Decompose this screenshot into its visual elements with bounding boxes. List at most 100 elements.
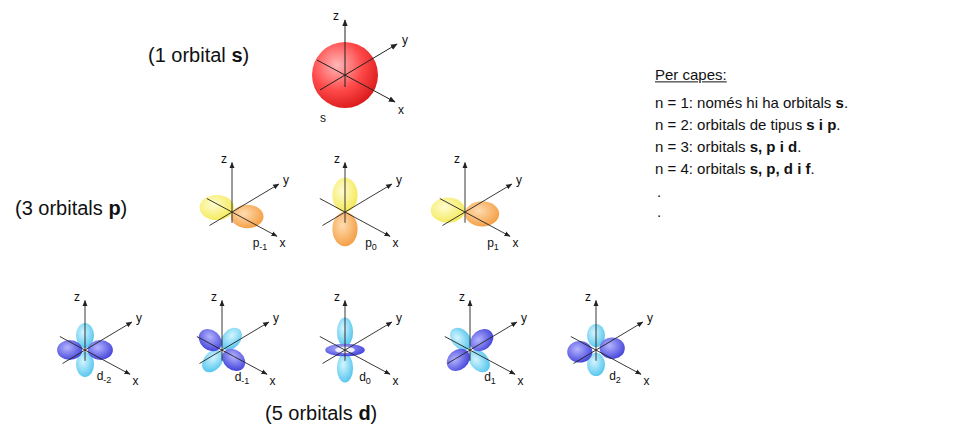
bold-run: d (358, 402, 370, 424)
orbital-index: 1 (494, 242, 499, 252)
text-run: n = 4: orbitals (655, 160, 750, 177)
bold-run: s, p i d (750, 138, 798, 155)
axis-label: x (517, 375, 523, 389)
orbital-index: 1 (491, 376, 496, 386)
axis-triad (197, 301, 269, 375)
axis-label: z (221, 153, 227, 167)
orbital-letter: p (365, 236, 372, 250)
text-run: . (810, 160, 814, 177)
orbital-label: d-1 (235, 371, 250, 385)
s-orbital (312, 20, 397, 108)
orbital-letter: p (487, 236, 494, 250)
text-run: (3 orbitals (15, 197, 108, 219)
group-caption: (1 orbital s) (148, 44, 249, 67)
axis-label: y (516, 174, 522, 188)
orbital-label: d2 (609, 370, 621, 384)
axis-label: x (279, 237, 285, 251)
axis-label: y (273, 312, 279, 326)
axis-triad (317, 20, 397, 102)
axis-triad (60, 301, 132, 375)
axis-triad (320, 301, 392, 375)
d-orbital (567, 301, 643, 377)
orbital-letter: d (609, 369, 616, 383)
axis-label: y (521, 312, 527, 326)
axis-label: z (74, 291, 80, 305)
axis-label: z (459, 291, 465, 305)
orbital-index: 0 (372, 242, 377, 252)
list-item: n = 4: orbitals s, p, d i f. (655, 160, 815, 177)
axis-label: z (585, 291, 591, 305)
orbital-index: -1 (241, 376, 249, 386)
p-orbital (320, 163, 392, 247)
axis-label: x (132, 375, 138, 389)
orbital-letter: d (97, 369, 104, 383)
text-run: n = 1: només hi ha orbitals (655, 94, 836, 111)
orbital-label: s (320, 112, 326, 126)
text-run: n = 3: orbitals (655, 138, 750, 155)
orbital-label: d0 (359, 371, 371, 385)
axis-label: z (334, 153, 340, 167)
axis-triad (207, 163, 279, 237)
list-item: n = 1: només hi ha orbitals s. (655, 94, 848, 111)
ellipsis-dot: . (657, 183, 661, 200)
axis-label: z (333, 10, 339, 24)
bold-run: p (108, 197, 120, 219)
axis-triad (440, 163, 512, 237)
orbital-lobe (200, 195, 234, 220)
list-heading: Per capes: (655, 66, 727, 83)
axis-label: y (396, 174, 402, 188)
orbital-index: 2 (616, 375, 621, 385)
p-orbital (200, 163, 279, 237)
axis-label: y (647, 312, 653, 326)
axis-label: y (402, 34, 408, 48)
orbital-label: p0 (365, 237, 377, 251)
axis-label: x (392, 375, 398, 389)
axis-label: y (396, 312, 402, 326)
bold-run: s (231, 44, 242, 66)
d-orbital (57, 301, 132, 378)
orbital-label: p1 (487, 237, 499, 251)
axis-label: y (136, 312, 142, 326)
orbital-letter: d (235, 370, 242, 384)
orbital-letter: d (359, 370, 366, 384)
orbital-letter: d (484, 370, 491, 384)
bold-run: s (836, 94, 844, 111)
orbital-index: 0 (366, 376, 371, 386)
list-item: n = 2: orbitals de tipus s i p. (655, 116, 841, 133)
text-run: ) (121, 197, 128, 219)
axis-label: z (211, 291, 217, 305)
axis-label: z (454, 153, 460, 167)
axis-label: x (643, 375, 649, 389)
p-orbital (431, 163, 512, 237)
text-run: . (797, 138, 801, 155)
text-run: (5 orbitals (265, 402, 358, 424)
text-run: n = 2: orbitals de tipus (655, 116, 806, 133)
list-item: n = 3: orbitals s, p i d. (655, 138, 801, 155)
text-run: . (836, 116, 840, 133)
text-run: (1 orbital (148, 44, 231, 66)
orbital-index: -1 (259, 242, 267, 252)
bold-run: s i p (806, 116, 836, 133)
bold-run: s, p, d i f (750, 160, 811, 177)
axis-triad (445, 301, 517, 375)
axis-triad (320, 163, 392, 237)
text-run: ) (243, 44, 250, 66)
ellipsis-dot: . (657, 203, 661, 220)
orbital-index: -2 (103, 375, 111, 385)
axis-triad (571, 301, 643, 375)
d-orbital (320, 301, 392, 383)
group-caption: (5 orbitals d) (265, 402, 377, 425)
text-run: ) (371, 402, 378, 424)
orbital-lobe (431, 198, 465, 223)
group-caption: (3 orbitals p) (15, 197, 127, 220)
orbital-letter: s (320, 111, 326, 125)
orbital-lobe (465, 201, 499, 226)
orbital-letter: p (253, 236, 260, 250)
axis-label: y (283, 174, 289, 188)
orbital-lobe (231, 205, 263, 228)
axis-label: x (269, 375, 275, 389)
axis-label: x (398, 104, 404, 118)
axis-label: x (392, 237, 398, 251)
